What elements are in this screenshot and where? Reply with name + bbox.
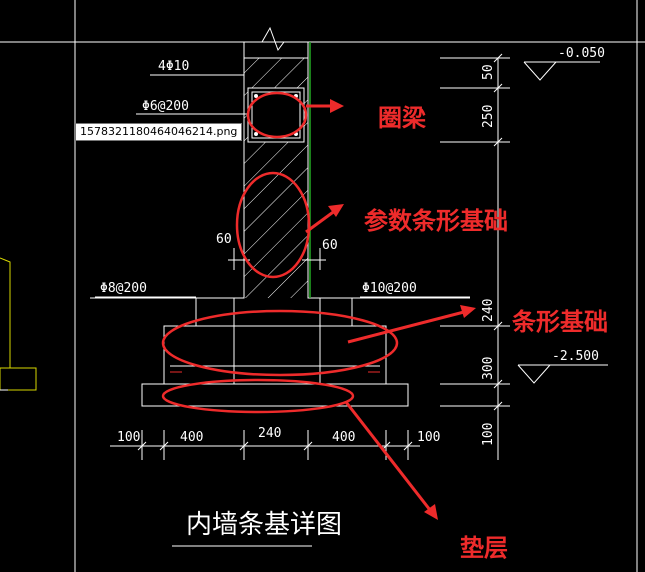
left-bar-label: Φ8@200 [100, 281, 147, 296]
left-fragment [0, 257, 37, 391]
rebar-leaders [95, 74, 470, 298]
wall-offset-dims [228, 248, 326, 270]
bottom-dim-4: 400 [332, 430, 355, 445]
top-bars-label: 4Φ10 [158, 59, 189, 74]
vertical-dim-3: 240 [481, 299, 496, 322]
cushion-label: 垫层 [460, 534, 508, 562]
elevation-mark-bottom [517, 364, 608, 384]
vertical-dim-4: 300 [481, 357, 496, 380]
vertical-dim-5: 100 [481, 423, 496, 446]
annotation-arrows [305, 99, 476, 520]
vertical-dimension-line [440, 53, 510, 460]
wall-left-dim: 60 [216, 232, 232, 247]
image-filename-tooltip: 1578321180464046214.png [75, 123, 243, 141]
bottom-dim-2: 400 [180, 430, 203, 445]
strip-label: 条形基础 [512, 308, 608, 336]
bottom-dim-1: 100 [117, 430, 140, 445]
ring-beam-label: 圈梁 [378, 104, 426, 132]
wall-right-dim: 60 [322, 238, 338, 253]
elevation-top-label: -0.050 [558, 46, 605, 61]
elevation-bottom-label: -2.500 [552, 349, 599, 364]
elevation-mark-top [523, 61, 600, 81]
cushion-layer [141, 383, 409, 407]
vertical-dim-1: 50 [481, 64, 496, 80]
bottom-dim-3: 240 [258, 426, 281, 441]
bottom-dim-5: 100 [417, 430, 440, 445]
drawing-title: 内墙条基详图 [186, 510, 342, 540]
stirrup-label: Φ6@200 [142, 99, 189, 114]
wall [233, 26, 321, 326]
right-bar-label: Φ10@200 [362, 281, 417, 296]
bottom-dimension-line [110, 430, 420, 460]
param-strip-label: 参数条形基础 [364, 207, 508, 235]
annotation-ellipses [161, 91, 399, 414]
ring-beam [247, 87, 305, 143]
vertical-dim-2: 250 [481, 105, 496, 128]
